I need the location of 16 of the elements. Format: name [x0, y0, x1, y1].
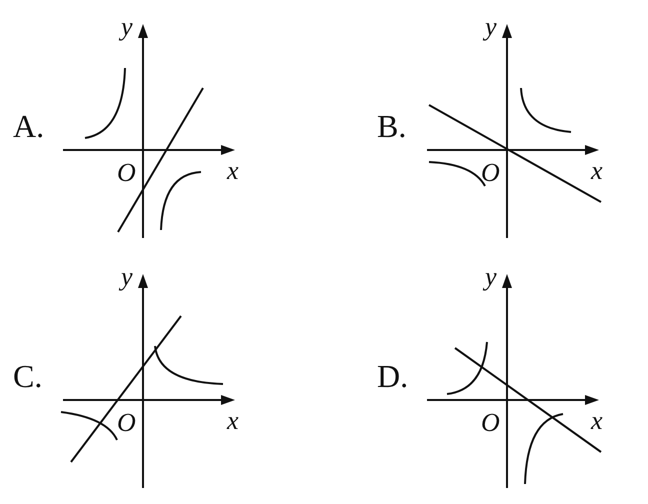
option-letter: A.	[13, 110, 44, 142]
option-letter: D.	[377, 360, 408, 392]
axis-label: y	[485, 14, 497, 40]
origin-label: O	[117, 160, 136, 186]
axis-label: x	[227, 408, 239, 434]
axis-label: y	[121, 14, 133, 40]
origin-label: O	[481, 410, 500, 436]
origin-label: O	[481, 160, 500, 186]
option-letter: C.	[13, 360, 42, 392]
axis-label: x	[227, 158, 239, 184]
axis-label: y	[485, 264, 497, 290]
origin-label: O	[117, 410, 136, 436]
axis-label: x	[591, 158, 603, 184]
axis-label: y	[121, 264, 133, 290]
axis-label: x	[591, 408, 603, 434]
option-letter: B.	[377, 110, 406, 142]
